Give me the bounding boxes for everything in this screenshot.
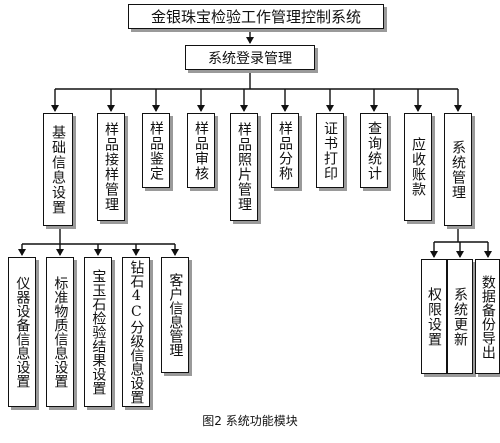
child-label: 客户信息管理 [167, 273, 184, 357]
module-label: 样品照片管理 [236, 122, 252, 212]
module-label: 基础信息设置 [50, 124, 66, 215]
module-label: 样品审核 [193, 120, 209, 181]
module-label: 应收账款 [410, 137, 426, 197]
module-sample-appraisal: 样品鉴定 [142, 113, 170, 188]
child-reference-material-info: 标准物质信息设置 [46, 257, 74, 407]
child-system-update: 系统更新 [447, 259, 473, 374]
child-gem-test-result: 宝玉石检验结果设置 [84, 257, 112, 407]
child-label: 数据备份导出 [479, 274, 496, 359]
module-sample-review: 样品审核 [187, 113, 215, 188]
module-label: 系统管理 [450, 139, 466, 200]
module-label: 样品分称 [277, 120, 293, 181]
module-certificate-printing: 证书打印 [316, 113, 344, 188]
child-diamond-4c-grading: 钻石4C分级信息设置 [122, 257, 150, 407]
child-permission-settings: 权限设置 [421, 259, 447, 374]
child-instrument-info: 仪器设备信息设置 [8, 257, 36, 407]
module-label: 样品鉴定 [148, 120, 164, 181]
module-label: 样品接样管理 [103, 122, 119, 212]
figure-caption: 图2 系统功能模块 [202, 414, 298, 428]
child-label: 宝玉石检验结果设置 [90, 269, 107, 395]
module-basic-info-settings: 基础信息设置 [43, 113, 73, 226]
child-label: 仪器设备信息设置 [14, 276, 31, 388]
module-sample-receiving: 样品接样管理 [97, 113, 125, 221]
module-sample-photo: 样品照片管理 [230, 113, 258, 221]
child-data-backup-export: 数据备份导出 [475, 259, 500, 374]
module-system-management: 系统管理 [444, 113, 472, 226]
module-label: 查询统计 [366, 120, 382, 181]
system-title: 金银珠宝检验工作管理控制系统 [150, 8, 361, 26]
child-label: 系统更新 [452, 286, 468, 347]
login-management-box: 系统登录管理 [185, 45, 315, 70]
child-label: 钻石4C分级信息设置 [128, 260, 145, 404]
login-management-label: 系统登录管理 [208, 50, 292, 67]
system-title-box: 金银珠宝检验工作管理控制系统 [128, 4, 384, 29]
module-query-statistics: 查询统计 [360, 113, 388, 188]
child-label: 权限设置 [426, 286, 442, 347]
module-sample-weighing: 样品分称 [271, 113, 299, 188]
child-customer-info: 客户信息管理 [161, 257, 189, 373]
child-label: 标准物质信息设置 [52, 276, 69, 388]
module-label: 证书打印 [322, 120, 338, 181]
module-accounts-receivable: 应收账款 [404, 113, 432, 221]
